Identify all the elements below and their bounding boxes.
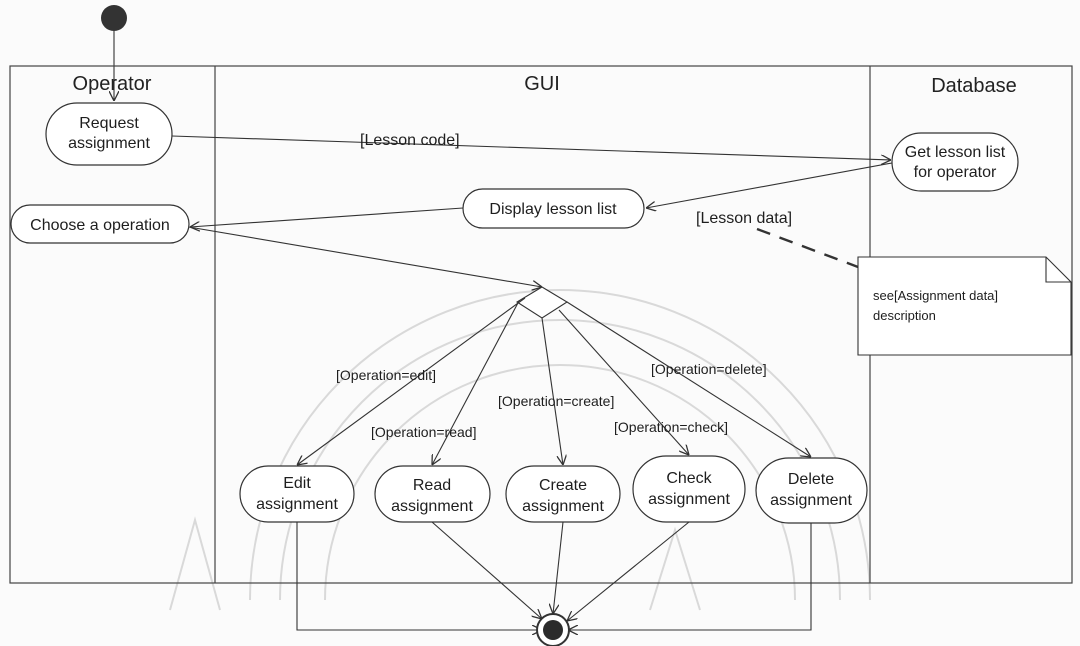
flow-decision-to-read	[432, 300, 520, 465]
check-assignment-line2: assignment	[648, 491, 730, 508]
flow-decision-to-delete	[566, 301, 811, 457]
lane-operator: Operator	[73, 73, 152, 95]
delete-assignment-line1: Delete	[788, 471, 834, 488]
lesson-data-label: [Lesson data]	[696, 210, 792, 227]
get-lesson-list-node	[891, 132, 1019, 192]
note-fold	[1045, 257, 1071, 283]
delete-assignment-line2: assignment	[770, 492, 852, 509]
flow-decision-to-check	[558, 309, 689, 455]
check-assignment-line1: Check	[666, 470, 712, 487]
initial-node	[101, 5, 127, 31]
guard-read: [Operation=read]	[371, 424, 476, 440]
check-assignment-node	[632, 455, 746, 523]
note-line2: description	[873, 308, 936, 323]
create-assignment-line1: Create	[539, 477, 587, 494]
edit-assignment-line1: Edit	[283, 475, 311, 492]
create-assignment-line2: assignment	[522, 498, 604, 515]
get-lesson-list-line1: Get lesson list	[905, 144, 1006, 161]
watermark	[169, 289, 871, 611]
flow-decision-to-edit	[297, 297, 526, 465]
note-anchor	[756, 227, 859, 269]
guard-edit: [Operation=edit]	[336, 367, 436, 383]
flow-request-to-database	[171, 135, 891, 160]
flow-read-to-final	[431, 521, 542, 619]
request-assignment-line2: assignment	[68, 135, 150, 152]
flow-check-to-final	[567, 521, 690, 621]
choose-operation-label: Choose a operation	[30, 217, 170, 234]
read-assignment-line1: Read	[413, 477, 451, 494]
request-assignment-line1: Request	[79, 115, 139, 132]
final-node	[536, 613, 570, 646]
display-lesson-list-label: Display lesson list	[489, 201, 617, 218]
flow-edit-to-final	[296, 522, 542, 630]
flow-display-to-choose	[190, 207, 464, 227]
lesson-code-label: [Lesson code]	[360, 132, 460, 149]
delete-assignment-node	[755, 457, 868, 524]
note-line1: see[Assignment data]	[873, 288, 998, 303]
request-assignment-node	[45, 102, 173, 166]
guard-check: [Operation=check]	[614, 419, 728, 435]
lane-gui: GUI	[524, 73, 560, 95]
flow-decision-to-create	[541, 317, 563, 465]
edit-assignment-line2: assignment	[256, 496, 338, 513]
assignment-note	[857, 256, 1072, 356]
read-assignment-line2: assignment	[391, 498, 473, 515]
flow-database-to-display	[646, 162, 893, 208]
choose-operation-node	[10, 204, 190, 244]
flow-create-to-final	[553, 521, 564, 614]
guard-delete: [Operation=delete]	[651, 361, 767, 377]
flow-choose-to-decision	[188, 226, 542, 287]
flow-delete-to-final	[568, 523, 812, 630]
lane-database: Database	[931, 75, 1017, 97]
get-lesson-list-line2: for operator	[914, 164, 997, 181]
guard-create: [Operation=create]	[498, 393, 614, 409]
